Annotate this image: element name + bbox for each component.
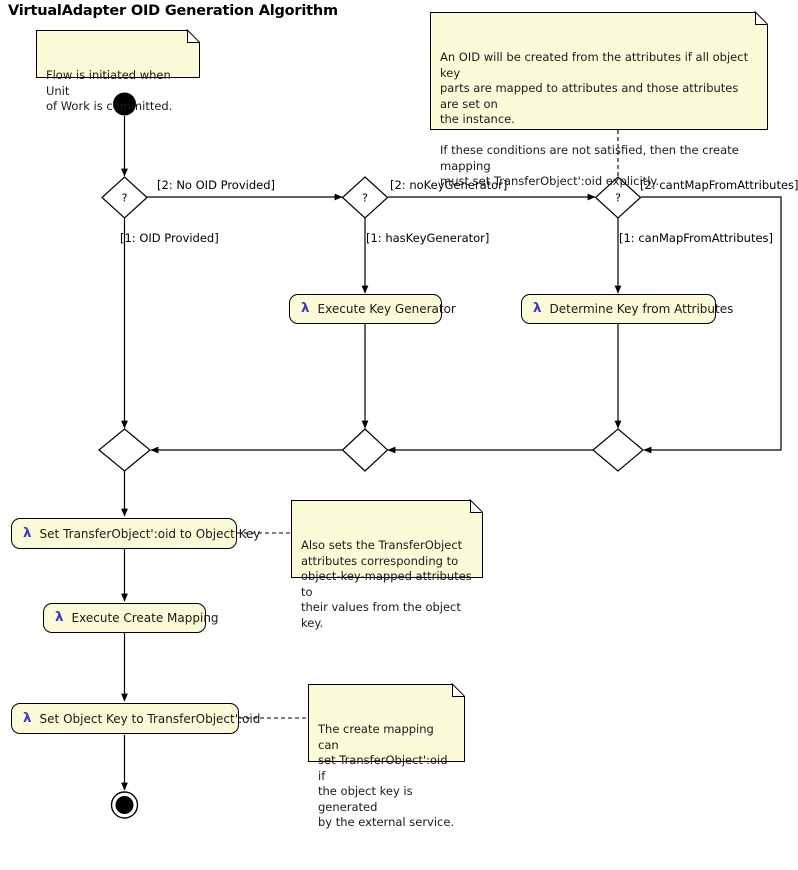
decision-keygenerator bbox=[341, 176, 389, 219]
note-create-mapping-text: The create mapping can set TransferObjec… bbox=[318, 722, 455, 829]
note-fold-icon bbox=[470, 500, 483, 513]
decision-keygenerator-label: ? bbox=[362, 191, 368, 205]
edge-decision3-cantmap-to-merge3 bbox=[641, 196, 782, 454]
note-set-oid-text: Also sets the TransferObject attributes … bbox=[301, 538, 472, 630]
note-fold-icon bbox=[187, 30, 200, 43]
lambda-icon: λ bbox=[533, 300, 542, 317]
lambda-icon: λ bbox=[23, 524, 32, 541]
activity-label: Execute Create Mapping bbox=[71, 611, 219, 625]
note-fold-icon bbox=[452, 684, 465, 697]
edge-label-oid-provided: [1: OID Provided] bbox=[120, 231, 219, 245]
lambda-icon: λ bbox=[23, 709, 32, 726]
note-oid-attributes-text: An OID will be created from the attribut… bbox=[440, 50, 749, 188]
final-node bbox=[110, 791, 139, 819]
activity-label: Set Object Key to TransferObject':oid bbox=[39, 711, 261, 726]
activity-set-transferobject-oid-to-object-key[interactable]: λ Set TransferObject':oid to Object Key bbox=[11, 518, 260, 549]
lambda-icon: λ bbox=[301, 300, 310, 317]
edge-label-nokeygenerator: [2: noKeyGenerator] bbox=[390, 178, 507, 192]
decision-oid-label: ? bbox=[121, 191, 128, 205]
activity-label: Set TransferObject':oid to Object Key bbox=[39, 526, 261, 541]
note-start-text: Flow is initiated when Unit of Work is c… bbox=[46, 68, 173, 113]
activity-set-object-key-to-transferobject-oid[interactable]: λ Set Object Key to TransferObject':oid bbox=[11, 703, 260, 734]
note-oid-attributes: An OID will be created from the attribut… bbox=[430, 12, 768, 188]
note-set-oid: Also sets the TransferObject attributes … bbox=[291, 500, 483, 630]
edge-label-cantmapfromattributes: [2: cantMapFromAttributes] bbox=[640, 178, 798, 192]
merge-mapattributes bbox=[592, 428, 644, 472]
merge-oid bbox=[98, 428, 151, 472]
edge-label-canmapfromattributes: [1: canMapFromAttributes] bbox=[619, 231, 774, 245]
activity-determine-key-from-attributes[interactable]: λ Determine Key from Attributes bbox=[521, 294, 733, 324]
note-fold-icon bbox=[755, 12, 768, 25]
initial-node bbox=[113, 92, 136, 116]
edge-label-haskeygenerator: [1: hasKeyGenerator] bbox=[366, 231, 490, 245]
activity-execute-create-mapping[interactable]: λ Execute Create Mapping bbox=[43, 603, 219, 633]
activity-label: Execute Key Generator bbox=[317, 302, 456, 316]
activity-execute-key-generator[interactable]: λ Execute Key Generator bbox=[289, 294, 456, 324]
decision-oid bbox=[101, 176, 148, 219]
edge-label-no-oid-provided: [2: No OID Provided] bbox=[157, 178, 275, 192]
lambda-icon: λ bbox=[55, 609, 64, 626]
merge-keygenerator bbox=[341, 428, 389, 472]
decision-mapattributes-label: ? bbox=[615, 191, 621, 205]
note-create-mapping: The create mapping can set TransferObjec… bbox=[308, 684, 465, 829]
note-start: Flow is initiated when Unit of Work is c… bbox=[36, 30, 200, 113]
activity-label: Determine Key from Attributes bbox=[549, 302, 734, 316]
decision-mapattributes bbox=[594, 176, 642, 219]
page-title: VirtualAdapter OID Generation Algorithm bbox=[8, 3, 338, 19]
